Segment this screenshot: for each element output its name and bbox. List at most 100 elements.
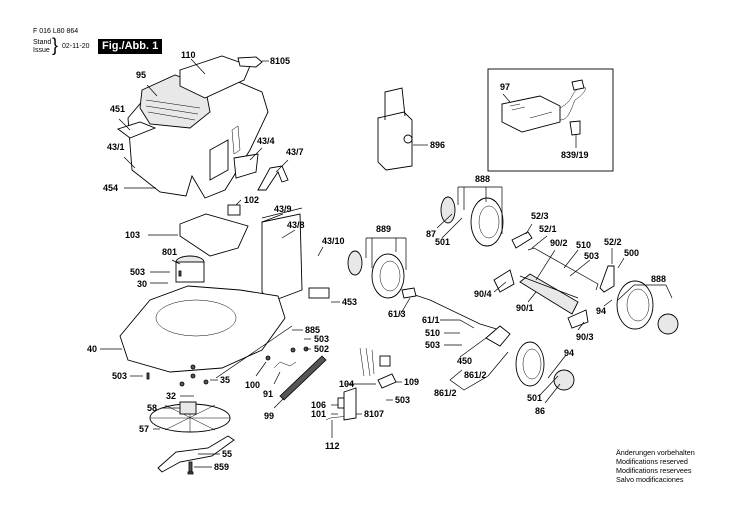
brace-symbol: } — [52, 35, 59, 55]
note-de: Änderungen vorbehalten — [616, 448, 695, 457]
note-en: Modifications reserved — [616, 457, 688, 466]
label-43-10: 43/10 — [322, 236, 345, 246]
modification-notes: Änderungen vorbehalten Modifications res… — [616, 448, 695, 484]
label-94-bot: 94 — [564, 348, 574, 358]
label-106: 106 — [311, 400, 326, 410]
label-43-4: 43/4 — [257, 136, 275, 146]
hardware — [146, 270, 327, 401]
note-es: Salvo modificaciones — [616, 475, 684, 484]
bracket-8107 — [343, 387, 357, 421]
label-97: 97 — [500, 82, 510, 92]
battery-handle — [384, 87, 406, 120]
cables — [359, 347, 375, 377]
label-100: 100 — [245, 380, 260, 390]
label-839-19: 839/19 — [561, 150, 589, 160]
stand-issue-label: Stand Issue — [33, 39, 51, 55]
chassis-assembly — [119, 204, 330, 373]
label-503-a: 503 — [130, 267, 145, 277]
label-32: 32 — [166, 391, 176, 401]
roller-90-1 — [519, 273, 579, 315]
label-885: 885 — [305, 325, 320, 335]
label-55: 55 — [222, 449, 232, 459]
panel-43-8 — [261, 213, 303, 303]
label-112: 112 — [325, 441, 340, 451]
label-102: 102 — [244, 195, 259, 205]
figure-badge: Fig./Abb. 1 — [98, 39, 163, 54]
label-52-3: 52/3 — [531, 211, 549, 221]
battery-896-body — [377, 111, 413, 171]
clip-43-4 — [233, 153, 259, 179]
label-501-top: 501 — [435, 237, 450, 247]
hubcap-889 — [347, 250, 363, 276]
wheels — [347, 196, 679, 391]
strip-451 — [117, 121, 157, 139]
label-90-4: 90/4 — [474, 289, 492, 299]
rod-43-9 — [261, 207, 303, 219]
label-503-c: 503 — [112, 371, 127, 381]
hubcap-87 — [440, 196, 456, 224]
label-454: 454 — [103, 183, 118, 193]
label-888-right: 888 — [651, 274, 666, 284]
label-43-9: 43/9 — [274, 204, 292, 214]
charger-box-frame — [487, 68, 614, 172]
label-35: 35 — [220, 375, 230, 385]
hubcap-right — [657, 313, 679, 335]
bolt-859 — [188, 461, 193, 473]
rod-885 — [215, 325, 293, 379]
label-109: 109 — [404, 377, 419, 387]
label-43-1: 43/1 — [107, 142, 125, 152]
label-30: 30 — [137, 279, 147, 289]
label-510-mid: 510 — [425, 328, 440, 338]
tray-103 — [179, 213, 249, 257]
spring-91 — [273, 361, 297, 369]
blade-assembly — [149, 401, 235, 475]
label-503-b: 503 — [314, 334, 329, 344]
crank-52-1 — [527, 247, 599, 291]
spring-99 — [279, 355, 327, 401]
label-57: 57 — [139, 424, 149, 434]
label-888-top: 888 — [475, 174, 490, 184]
label-52-2: 52/2 — [604, 237, 622, 247]
hook-43-7 — [257, 165, 289, 191]
label-503-mid: 503 — [425, 340, 440, 350]
label-95: 95 — [136, 70, 146, 80]
label-8105: 8105 — [270, 56, 290, 66]
label-61-1: 61/1 — [422, 315, 440, 325]
cable-112 — [325, 415, 345, 421]
label-451: 451 — [110, 104, 125, 114]
label-500: 500 — [624, 248, 639, 258]
issue-date: 02-11-20 — [62, 43, 90, 50]
label-87: 87 — [426, 229, 436, 239]
label-450: 450 — [457, 356, 472, 366]
hub-58 — [179, 401, 197, 415]
adapter-839-19 — [569, 120, 581, 136]
label-99: 99 — [264, 411, 274, 421]
label-94-top: 94 — [596, 306, 606, 316]
link-61-3 — [401, 287, 417, 299]
label-43-7: 43/7 — [286, 147, 304, 157]
label-861-2b: 861/2 — [434, 388, 457, 398]
label-510-top: 510 — [576, 240, 591, 250]
hood-cover-assembly — [117, 55, 289, 199]
wheel-bottom — [515, 341, 545, 387]
label-90-1: 90/1 — [516, 303, 534, 313]
label-61-3: 61/3 — [388, 309, 406, 319]
label-58: 58 — [147, 403, 157, 413]
lever-52-2 — [599, 265, 615, 293]
label-453: 453 — [342, 297, 357, 307]
charger-97-drawing — [501, 79, 586, 136]
panel — [209, 139, 229, 181]
grille-453 — [308, 287, 330, 299]
label-90-3: 90/3 — [576, 332, 594, 342]
lid-110 — [179, 55, 251, 99]
note-fr: Modifications reservees — [616, 466, 692, 475]
label-103: 103 — [125, 230, 140, 240]
charger-cable — [559, 86, 586, 121]
label-101: 101 — [311, 409, 326, 419]
bracket-52-3 — [511, 231, 533, 249]
label-801: 801 — [162, 247, 177, 257]
battery-896-drawing — [377, 87, 413, 171]
leader-lines — [100, 58, 673, 468]
stand-label: Stand — [33, 39, 52, 46]
